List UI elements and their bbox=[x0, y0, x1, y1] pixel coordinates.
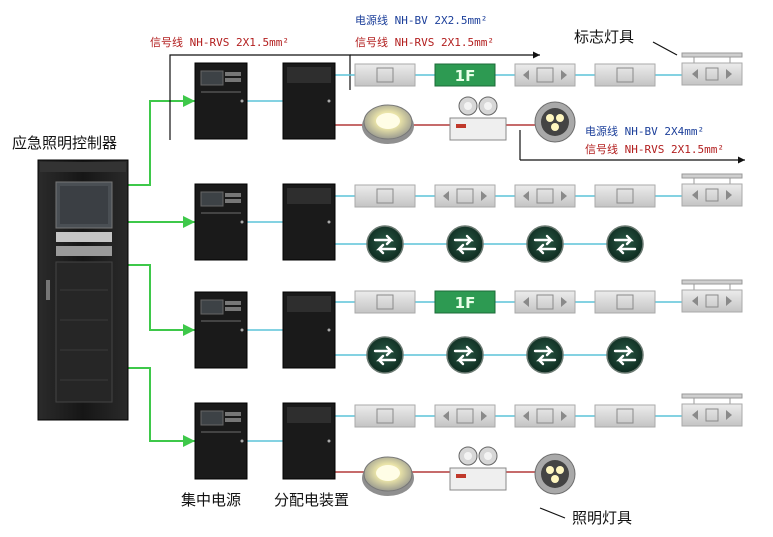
exit-sign bbox=[434, 404, 496, 428]
signal-wire-branch-label: 信号线 NH-RVS 2X1.5mm² bbox=[585, 142, 724, 156]
exit-sign bbox=[354, 290, 416, 314]
downlight bbox=[362, 104, 414, 144]
round-direction-sign bbox=[526, 225, 564, 263]
exit-sign bbox=[354, 63, 416, 87]
twin-head-emergency-light bbox=[449, 446, 507, 491]
distribution-box bbox=[282, 62, 336, 140]
exit-sign bbox=[514, 184, 576, 208]
spotlight bbox=[534, 453, 576, 495]
exit-sign bbox=[514, 63, 576, 87]
signal-wire-row1-label: 信号线 NH-RVS 2X1.5mm² bbox=[355, 35, 494, 49]
round-direction-sign bbox=[606, 336, 644, 374]
hanging-exit-sign bbox=[681, 52, 743, 86]
devices: 1F 1F bbox=[354, 52, 743, 496]
floor-label: 1F bbox=[455, 294, 476, 312]
exit-sign bbox=[514, 290, 576, 314]
hanging-exit-sign bbox=[681, 173, 743, 207]
signal-wire-top-label: 信号线 NH-RVS 2X1.5mm² bbox=[150, 35, 289, 49]
central-power-unit bbox=[194, 291, 248, 369]
twin-head-emergency-light bbox=[449, 96, 507, 141]
round-direction-sign bbox=[446, 225, 484, 263]
sign-lamps-label: 标志灯具 bbox=[574, 28, 634, 46]
green-feed-lines bbox=[128, 95, 195, 447]
spotlight bbox=[534, 101, 576, 143]
distribution-box bbox=[282, 402, 336, 480]
round-direction-sign bbox=[446, 336, 484, 374]
central-power-unit bbox=[194, 402, 248, 480]
exit-sign bbox=[514, 404, 576, 428]
floor-sign: 1F bbox=[434, 63, 496, 87]
exit-sign bbox=[594, 290, 656, 314]
exit-sign bbox=[354, 404, 416, 428]
downlight bbox=[362, 456, 414, 496]
exit-sign bbox=[594, 404, 656, 428]
round-direction-sign bbox=[526, 336, 564, 374]
distribution-box bbox=[282, 183, 336, 261]
power-wire-branch-label: 电源线 NH-BV 2X4mm² bbox=[585, 124, 704, 138]
round-direction-sign bbox=[366, 225, 404, 263]
central-power-label: 集中电源 bbox=[181, 491, 241, 509]
power-wire-row1-label: 电源线 NH-BV 2X2.5mm² bbox=[355, 13, 487, 27]
power-units bbox=[194, 62, 336, 480]
exit-sign bbox=[434, 184, 496, 208]
round-direction-sign bbox=[606, 225, 644, 263]
hanging-exit-sign bbox=[681, 393, 743, 427]
central-power-unit bbox=[194, 62, 248, 140]
round-direction-sign bbox=[366, 336, 404, 374]
exit-sign bbox=[594, 184, 656, 208]
central-power-unit bbox=[194, 183, 248, 261]
lighting-lamps-label: 照明灯具 bbox=[572, 509, 632, 527]
text-labels: 应急照明控制器 集中电源 分配电装置 标志灯具 照明灯具 信号线 NH-RVS … bbox=[12, 13, 724, 527]
hanging-exit-sign bbox=[681, 279, 743, 313]
distribution-box bbox=[282, 291, 336, 369]
signal-arrows bbox=[169, 41, 745, 519]
floor-sign: 1F bbox=[434, 290, 496, 314]
controller-cabinet bbox=[37, 159, 129, 421]
exit-sign bbox=[354, 184, 416, 208]
floor-label: 1F bbox=[455, 67, 476, 85]
exit-sign bbox=[594, 63, 656, 87]
distribution-label: 分配电装置 bbox=[274, 491, 349, 509]
controller-label: 应急照明控制器 bbox=[12, 134, 117, 152]
